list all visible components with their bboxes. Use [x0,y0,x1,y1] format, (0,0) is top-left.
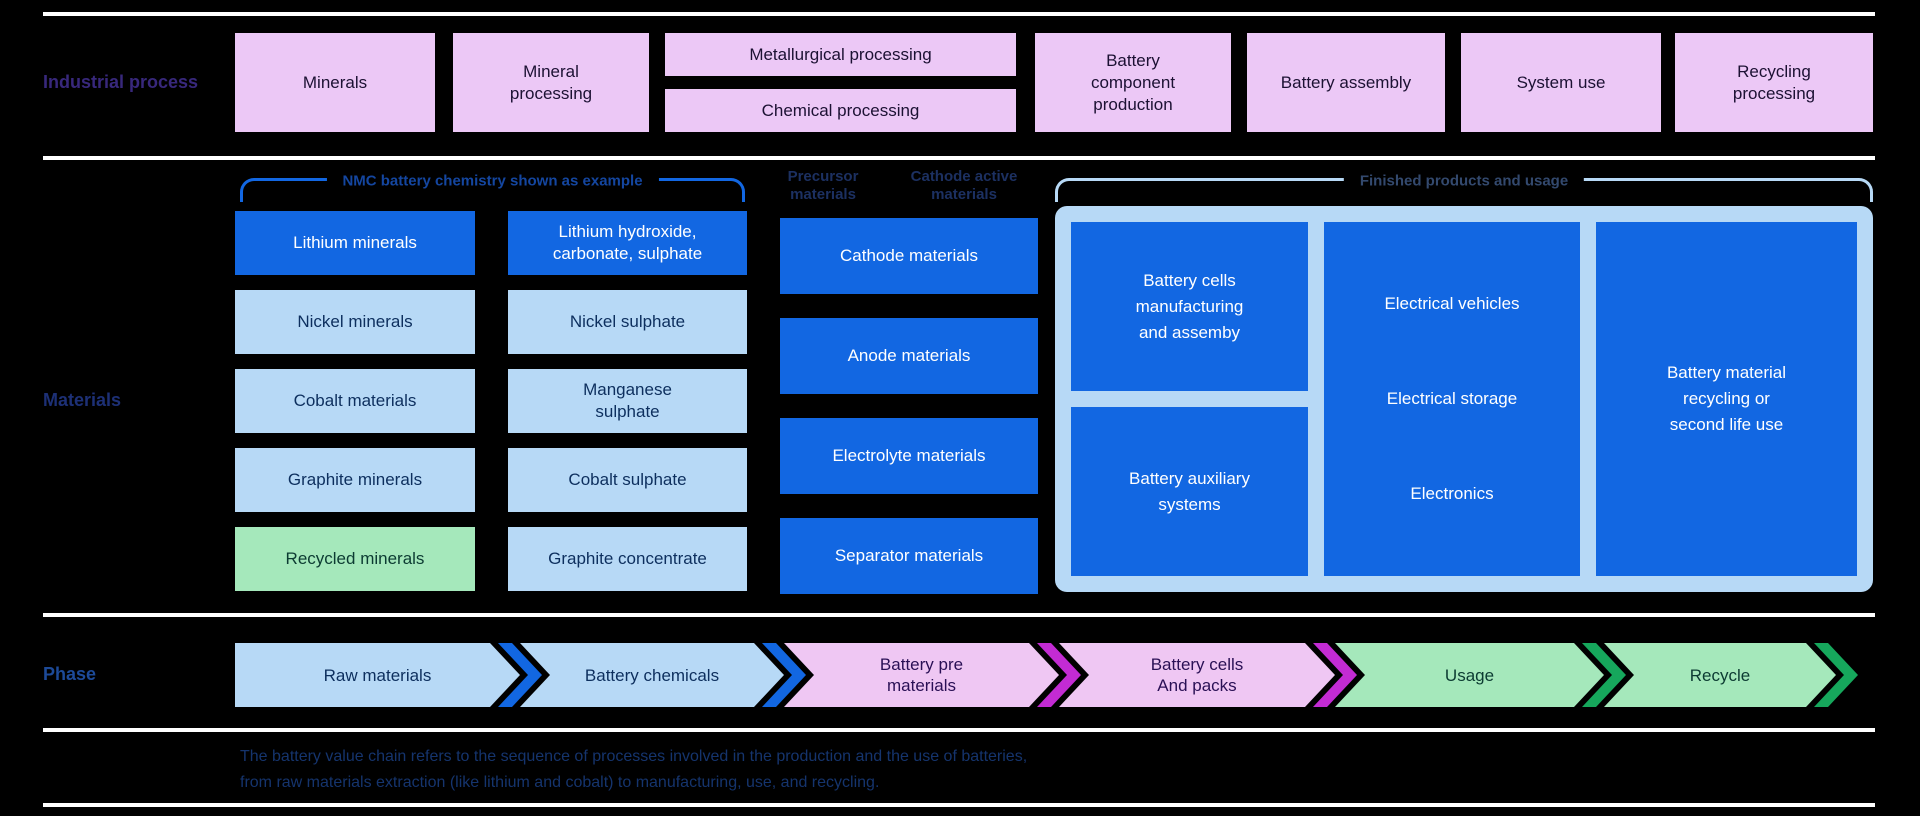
finished-col-recycling: Battery material recycling or second lif… [1596,222,1857,576]
material-box-graphite-concentrate: Graphite concentrate [508,527,747,591]
box-label: Anode materials [847,346,971,365]
usage-item-electrical-storage: Electrical storage [1386,389,1518,408]
box-label: Mineral processing [509,61,593,103]
box-label: Electrolyte materials [832,446,986,465]
header-label: Cathode active materials [910,168,1018,203]
box-label: Graphite concentrate [548,549,707,568]
component-box-anode-materials: Anode materials [780,318,1038,394]
phase-label-text: Battery chemicals [584,665,720,685]
box-label: Separator materials [834,546,984,565]
phase-bar-battery-pre-materials: Battery pre materials [784,643,1059,707]
finished-products-bracket-label: Finished products and usage [1343,172,1585,190]
industrial-box-recycling-processing: Recycling processing [1675,33,1873,132]
nmc-bracket: NMC battery chemistry shown as example [240,172,745,202]
finished-products-panel: Battery cells manufacturing and assemby … [1055,206,1873,592]
usage-item-electronics: Electronics [1410,484,1494,503]
divider-phase-footer [43,728,1875,732]
phase-label-text: Battery pre materials [879,655,964,695]
finished-col-usage: Electrical vehicles Electrical storage E… [1324,222,1580,576]
finished-col-manufacturing: Battery cells manufacturing and assemby … [1071,222,1308,576]
phase-label-text: Raw materials [323,665,432,685]
nmc-bracket-label: NMC battery chemistry shown as example [326,172,659,190]
divider-materials-phase [43,613,1875,617]
box-label: Battery cells manufacturing and assemby [1135,270,1244,342]
box-label: System use [1516,72,1606,92]
precursor-materials-header: Precursor materials [763,168,883,204]
box-label: Battery component production [1090,50,1176,114]
material-box-manganese-sulphate: Manganese sulphate [508,369,747,433]
industrial-box-minerals: Minerals [235,33,435,132]
divider-top [43,12,1875,16]
finished-box-usage: Electrical vehicles Electrical storage E… [1324,222,1580,576]
box-label: Nickel sulphate [569,312,686,331]
material-box-lithium-minerals: Lithium minerals [235,211,475,275]
box-label: Battery assembly [1280,72,1412,92]
phase-bar-usage: Usage [1335,643,1604,707]
material-box-lithium-hydroxide: Lithium hydroxide, carbonate, sulphate [508,211,747,275]
component-column: Cathode materials Anode materials Electr… [780,218,1038,594]
phase-bar-raw-materials: Raw materials [235,643,520,707]
finished-products-bracket: Finished products and usage [1055,172,1873,202]
material-box-nickel-minerals: Nickel minerals [235,290,475,354]
footer-text-line1: The battery value chain refers to the se… [240,748,1028,765]
footer-text-line2: from raw materials extraction (like lith… [240,774,880,791]
nmc-column-1: Lithium minerals Nickel minerals Cobalt … [235,211,475,591]
industrial-box-chemical-processing: Chemical processing [665,89,1016,132]
box-label: Battery material recycling or second lif… [1666,363,1787,434]
header-label: Precursor materials [787,168,859,203]
nmc-column-2: Lithium hydroxide, carbonate, sulphate N… [508,211,747,591]
industrial-box-metallurgical-processing: Metallurgical processing [665,33,1016,76]
component-box-electrolyte-materials: Electrolyte materials [780,418,1038,494]
box-label: Lithium minerals [293,233,417,252]
box-label: Battery auxiliary systems [1129,468,1250,514]
phase-bar-recycle: Recycle [1604,643,1836,707]
divider-industrial-materials [43,156,1875,160]
divider-bottom [43,803,1875,807]
usage-item-electrical-vehicles: Electrical vehicles [1384,294,1520,313]
box-label: Nickel minerals [297,312,413,331]
phase-bar-battery-chemicals: Battery chemicals [520,643,784,707]
box-label: Chemical processing [761,100,920,120]
box-label: Cobalt materials [293,391,417,410]
component-box-separator-materials: Separator materials [780,518,1038,594]
box-label: Manganese sulphate [583,380,672,421]
cathode-active-materials-header: Cathode active materials [904,168,1024,204]
box-label: Metallurgical processing [749,44,932,64]
industrial-box-battery-assembly: Battery assembly [1247,33,1445,132]
phase-label-text: Usage [1444,665,1495,685]
industrial-box-system-use: System use [1461,33,1661,132]
box-label: Graphite minerals [287,470,423,489]
box-label: Cobalt sulphate [568,470,687,489]
material-box-nickel-sulphate: Nickel sulphate [508,290,747,354]
box-label: Lithium hydroxide, carbonate, sulphate [552,222,703,263]
phase-label-text: Battery cells And packs [1150,655,1244,695]
phase-bar-battery-cells-packs: Battery cells And packs [1059,643,1335,707]
component-box-cathode-materials: Cathode materials [780,218,1038,294]
phase-label: Phase [43,664,97,684]
material-box-recycled-minerals: Recycled minerals [235,527,475,591]
finished-box-cells-manufacturing: Battery cells manufacturing and assemby [1071,222,1308,391]
box-label: Recycled minerals [285,549,425,568]
box-label: Minerals [302,72,368,92]
material-box-graphite-minerals: Graphite minerals [235,448,475,512]
phase-label-text: Recycle [1689,665,1751,685]
box-label: Cathode materials [840,246,978,265]
industrial-box-mineral-processing: Mineral processing [453,33,649,132]
material-box-cobalt-sulphate: Cobalt sulphate [508,448,747,512]
industrial-process-label: Industrial process [43,72,199,92]
finished-box-auxiliary-systems: Battery auxiliary systems [1071,407,1308,576]
industrial-box-battery-component-production: Battery component production [1035,33,1231,132]
materials-label: Materials [43,390,122,410]
footer-caption: The battery value chain refers to the se… [240,744,1027,796]
box-label: Recycling processing [1732,61,1816,103]
finished-box-recycling: Battery material recycling or second lif… [1596,222,1857,576]
material-box-cobalt-materials: Cobalt materials [235,369,475,433]
